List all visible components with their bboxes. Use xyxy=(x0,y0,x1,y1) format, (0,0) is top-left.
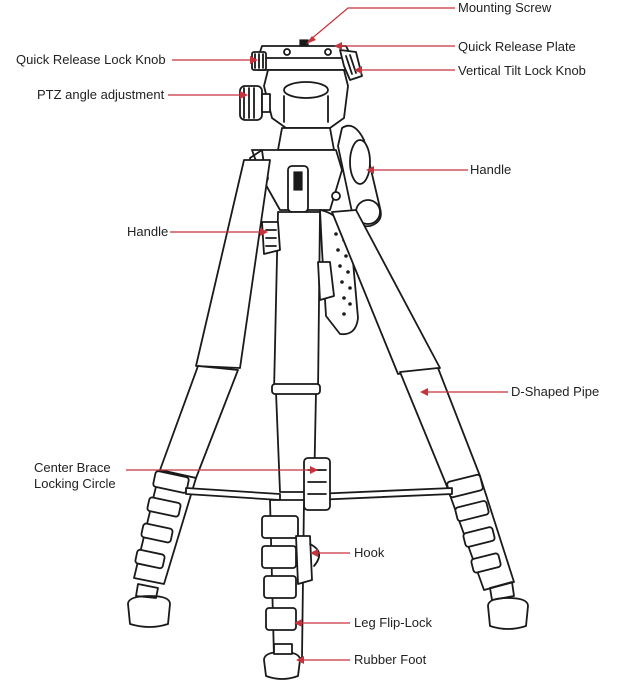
label-handle-right: Handle xyxy=(470,162,512,177)
pan-handle-shape xyxy=(337,124,382,228)
label-rubber-foot: Rubber Foot xyxy=(354,652,427,667)
pan-head-shape xyxy=(239,69,349,151)
label-handle-left: Handle xyxy=(127,224,169,239)
label-quick-release-plate: Quick Release Plate xyxy=(458,39,576,54)
label-ptz-angle-adjustment: PTZ angle adjustment xyxy=(37,87,165,102)
label-quick-release-lock-knob: Quick Release Lock Knob xyxy=(16,52,166,67)
column-handle-shape xyxy=(261,221,281,255)
tripod-drawing xyxy=(127,39,529,680)
tripod-crown-shape xyxy=(249,149,343,213)
label-mounting-screw: Mounting Screw xyxy=(458,0,552,15)
label-hook: Hook xyxy=(354,545,385,560)
center-brace-shape xyxy=(185,457,453,511)
leader-lines xyxy=(126,7,508,664)
label-center-brace-locking-circle: Center Brace Locking Circle xyxy=(34,460,116,491)
label-d-shaped-pipe: D-Shaped Pipe xyxy=(511,384,600,399)
front-leg-shape xyxy=(261,499,320,680)
label-leg-flip-lock: Leg Flip-Lock xyxy=(354,615,433,630)
left-leg-shape xyxy=(127,159,271,628)
label-vertical-tilt-lock-knob: Vertical Tilt Lock Knob xyxy=(458,63,586,78)
right-leg-shape xyxy=(331,209,529,630)
center-column-shape xyxy=(271,211,321,493)
